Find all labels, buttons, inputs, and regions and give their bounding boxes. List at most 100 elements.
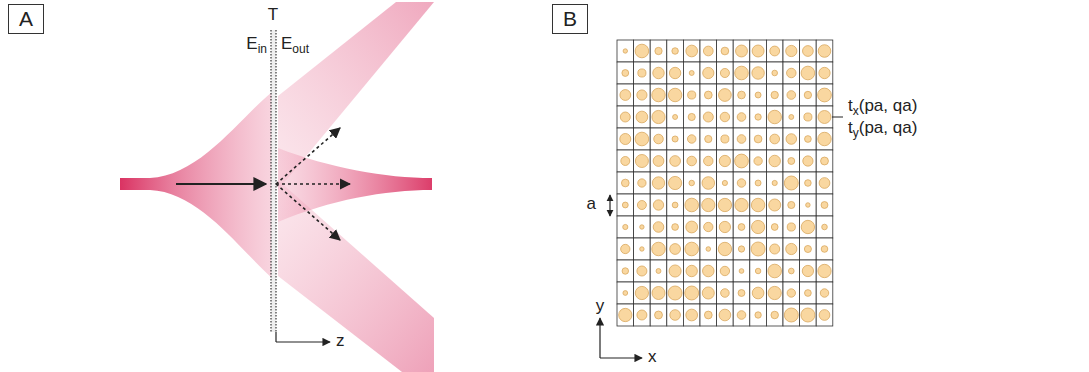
nanopillar	[638, 179, 646, 187]
unit-cell	[617, 150, 634, 172]
unit-cell	[617, 282, 634, 304]
nanopillar	[668, 88, 681, 101]
unit-cell	[617, 172, 634, 194]
unit-cell	[783, 40, 800, 62]
nanopillar	[672, 224, 679, 231]
nanopillar	[768, 110, 781, 123]
panel-label: A	[8, 4, 44, 34]
unit-cell	[733, 84, 750, 106]
dimension-arrow	[609, 195, 610, 216]
nanopillar	[735, 154, 749, 168]
unit-cell	[683, 238, 700, 260]
nanopillar	[752, 67, 764, 79]
nanopillar	[752, 287, 764, 299]
unit-cell	[650, 128, 667, 150]
unit-cell	[766, 238, 783, 260]
nanopillar	[635, 44, 649, 58]
unit-cell	[667, 304, 684, 326]
unit-cell	[733, 238, 750, 260]
unit-cell	[617, 62, 634, 84]
unit-cell	[617, 216, 634, 238]
axis-line	[275, 332, 276, 342]
z-axis	[276, 341, 330, 342]
unit-cell	[700, 62, 717, 84]
unit-cell	[766, 128, 783, 150]
nanopillar	[770, 134, 780, 144]
unit-cell	[700, 150, 717, 172]
nanopillar	[755, 92, 761, 98]
nanopillar	[621, 244, 630, 253]
nanopillar	[669, 176, 682, 189]
unit-cell	[700, 282, 717, 304]
plate-label: T	[268, 5, 278, 25]
nanopillar	[722, 180, 727, 185]
unit-cell	[617, 260, 634, 282]
nanopillar	[787, 91, 796, 100]
unit-cell	[816, 62, 833, 84]
nanopillar	[754, 157, 762, 165]
nanopillar	[720, 112, 729, 121]
unit-cell	[766, 282, 783, 304]
nanopillar	[771, 224, 778, 231]
unit-cell	[683, 62, 700, 84]
nanopillar	[672, 202, 678, 208]
nanopillar	[786, 134, 797, 145]
field-label: Eout	[281, 34, 309, 54]
nanopillar	[738, 290, 745, 297]
nanopillar	[720, 68, 729, 77]
nanopillar	[770, 46, 780, 56]
unit-cell	[617, 106, 634, 128]
y-axis	[599, 318, 600, 358]
nanopillar	[636, 111, 648, 123]
nanopillar	[755, 268, 761, 274]
unit-cell	[667, 194, 684, 216]
nanopillar	[769, 199, 781, 211]
unit-cell	[683, 194, 700, 216]
unit-cell	[634, 106, 651, 128]
nanopillar	[787, 289, 795, 297]
leader-line	[832, 117, 843, 118]
nanopillar	[670, 156, 681, 167]
unit-cell	[717, 172, 734, 194]
unit-cell	[683, 172, 700, 194]
plate-body	[271, 30, 276, 332]
unit-cell	[816, 172, 833, 194]
unit-cell	[634, 304, 651, 326]
nanopillar	[702, 198, 715, 211]
nanopillar	[738, 91, 746, 99]
nanopillar	[704, 222, 713, 231]
nanopillar	[668, 286, 682, 300]
nanopillar	[635, 286, 648, 299]
unit-cell	[750, 62, 767, 84]
unit-cell	[766, 84, 783, 106]
unit-cell	[700, 260, 717, 282]
unit-cell	[800, 216, 817, 238]
unit-cell	[717, 84, 734, 106]
nanopillar	[688, 113, 695, 120]
nanopillar	[739, 269, 744, 274]
nanopillar	[687, 156, 697, 166]
unit-cell	[750, 172, 767, 194]
nanopillar	[755, 312, 761, 318]
nanopillar	[768, 264, 782, 278]
nanopillar	[653, 222, 664, 233]
nanopillar	[788, 201, 795, 208]
unit-cell	[683, 150, 700, 172]
unit-cell	[700, 216, 717, 238]
nanopillar	[623, 49, 627, 53]
nanopillar	[718, 242, 731, 255]
nanopillar	[751, 242, 765, 256]
beams	[120, 2, 434, 372]
unit-cell	[717, 304, 734, 326]
nanopillar	[806, 203, 811, 208]
unit-cell	[650, 282, 667, 304]
nanopillar	[621, 179, 629, 187]
unit-cell	[667, 84, 684, 106]
unit-cell	[634, 128, 651, 150]
nanopillar	[801, 220, 814, 233]
unit-cell	[816, 216, 833, 238]
unit-cell	[634, 282, 651, 304]
nanopillar	[719, 221, 730, 232]
unit-cell	[634, 216, 651, 238]
unit-cell	[683, 304, 700, 326]
